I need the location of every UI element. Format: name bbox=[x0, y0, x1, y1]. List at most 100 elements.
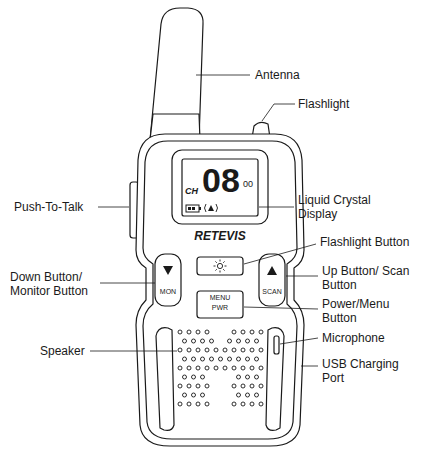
button-legend: PWR bbox=[197, 304, 243, 312]
speaker-hole bbox=[259, 366, 263, 370]
leader-line bbox=[100, 283, 155, 284]
speaker-hole bbox=[237, 339, 241, 343]
radio-body bbox=[136, 134, 304, 446]
part-label: Power/Menu Button bbox=[322, 297, 402, 326]
speaker-hole bbox=[187, 348, 191, 352]
speaker-hole bbox=[246, 375, 250, 379]
leader-line bbox=[244, 307, 318, 309]
part-label: Speaker bbox=[40, 344, 100, 358]
speaker-hole bbox=[259, 348, 263, 352]
speaker-hole bbox=[250, 366, 254, 370]
speaker-hole bbox=[223, 366, 227, 370]
battery-icon bbox=[186, 205, 199, 212]
speaker-hole bbox=[255, 393, 259, 397]
flashlight-button bbox=[197, 257, 243, 275]
speaker-hole bbox=[183, 339, 187, 343]
lcd-channel-digits: 08 bbox=[198, 163, 244, 197]
speaker-hole bbox=[178, 384, 182, 388]
leader-line bbox=[301, 366, 318, 367]
up-arrow bbox=[267, 266, 277, 275]
down-arrow bbox=[163, 266, 173, 275]
speaker-hole bbox=[178, 402, 182, 406]
part-label: Liquid Crystal Display bbox=[298, 193, 394, 222]
lcd-channel-mark: CH bbox=[185, 186, 201, 197]
speaker-hole bbox=[232, 330, 236, 334]
lcd-screen bbox=[182, 159, 258, 216]
speaker-hole bbox=[232, 402, 236, 406]
speaker-hole bbox=[237, 393, 241, 397]
speaker-hole bbox=[187, 330, 191, 334]
speaker-hole bbox=[246, 393, 250, 397]
speaker-hole bbox=[232, 348, 236, 352]
speaker-hole bbox=[178, 366, 182, 370]
speaker-hole bbox=[223, 348, 227, 352]
flashlight-icon bbox=[214, 260, 227, 273]
speaker-hole bbox=[259, 384, 263, 388]
speaker-hole bbox=[214, 366, 218, 370]
speaker-hole bbox=[219, 357, 223, 361]
part-label: Push-To-Talk bbox=[14, 200, 98, 214]
leader-line bbox=[286, 276, 318, 277]
speaker-hole bbox=[250, 348, 254, 352]
speaker-hole bbox=[228, 357, 232, 361]
speaker-hole bbox=[241, 330, 245, 334]
battery-bar bbox=[188, 207, 191, 210]
part-label: Antenna bbox=[255, 68, 335, 82]
speaker-hole bbox=[228, 339, 232, 343]
speaker-hole bbox=[183, 375, 187, 379]
button-legend: SCAN bbox=[256, 288, 288, 296]
speaker-hole bbox=[178, 348, 182, 352]
part-label: Flashlight bbox=[298, 97, 378, 111]
speaker-hole bbox=[192, 339, 196, 343]
leader-line bbox=[259, 207, 294, 208]
speaker-hole bbox=[196, 402, 200, 406]
power-menu-button bbox=[197, 291, 243, 318]
leader-line bbox=[196, 75, 250, 76]
speaker-hole bbox=[255, 357, 259, 361]
speaker-hole bbox=[201, 339, 205, 343]
up-button bbox=[259, 254, 285, 306]
part-label: USB Charging Port bbox=[322, 357, 412, 386]
battery-tip bbox=[199, 207, 201, 210]
speaker-hole bbox=[241, 366, 245, 370]
battery-bar bbox=[192, 207, 195, 210]
speaker-hole bbox=[196, 366, 200, 370]
speaker-hole bbox=[183, 393, 187, 397]
speaker-hole bbox=[187, 402, 191, 406]
speaker-hole bbox=[259, 330, 263, 334]
speaker-hole bbox=[241, 402, 245, 406]
speaker-hole bbox=[246, 357, 250, 361]
speaker-hole bbox=[192, 393, 196, 397]
signal-waves bbox=[205, 204, 218, 212]
speaker-hole bbox=[201, 357, 205, 361]
part-label: Flashlight Button bbox=[320, 235, 428, 249]
speaker-hole bbox=[255, 375, 259, 379]
speaker-hole bbox=[205, 330, 209, 334]
speaker-hole bbox=[205, 348, 209, 352]
speaker-hole bbox=[232, 384, 236, 388]
speaker-hole bbox=[237, 357, 241, 361]
speaker-hole bbox=[241, 384, 245, 388]
speaker-hole bbox=[196, 330, 200, 334]
button-legend: MON bbox=[154, 288, 182, 296]
part-label: Down Button/ Monitor Button bbox=[10, 270, 102, 299]
speaker-hole bbox=[250, 402, 254, 406]
speaker-hole bbox=[246, 339, 250, 343]
speaker-grille bbox=[178, 330, 263, 406]
speaker-hole bbox=[210, 339, 214, 343]
speaker-hole bbox=[237, 375, 241, 379]
leader-line bbox=[280, 338, 318, 344]
leader-line bbox=[262, 104, 295, 121]
microphone bbox=[274, 336, 279, 354]
speaker-hole bbox=[241, 348, 245, 352]
speaker-hole bbox=[187, 384, 191, 388]
speaker-hole bbox=[201, 393, 205, 397]
speaker-hole bbox=[205, 402, 209, 406]
speaker-hole bbox=[183, 357, 187, 361]
speaker-hole bbox=[232, 366, 236, 370]
down-button bbox=[155, 254, 181, 306]
speaker-hole bbox=[192, 357, 196, 361]
